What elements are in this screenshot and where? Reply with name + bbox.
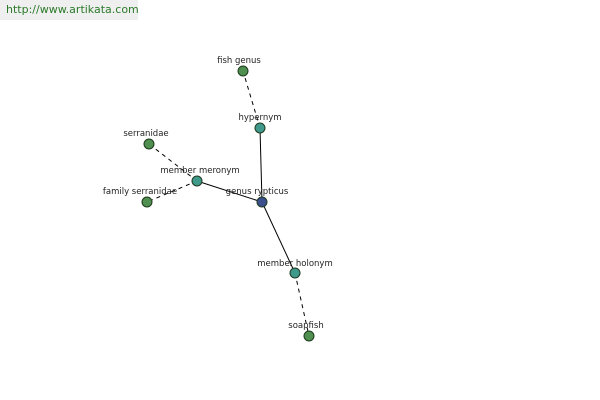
node-label-center: genus rypticus [226,187,289,197]
edge-meronym-serr [148,143,198,182]
node-famserr[interactable] [141,196,153,208]
node-hypernym[interactable] [254,122,266,134]
watermark-url: http://www.artikata.com [0,0,139,20]
node-label-famserr: family serranidae [103,187,177,197]
node-meronym[interactable] [191,175,203,187]
edge-meronym-famserr [146,180,198,203]
node-label-hypernym: hypernym [238,113,281,123]
node-label-holonym: member holonym [257,259,332,269]
graph-nodes [141,65,315,342]
node-center[interactable] [256,196,268,208]
graph-edges [146,70,310,337]
edge-center-hypernym [259,127,263,203]
node-label-meronym: member meronym [160,166,239,176]
node-label-serr: serranidae [123,129,168,139]
node-soap[interactable] [303,330,315,342]
node-holonym[interactable] [289,267,301,279]
edge-center-meronym [196,180,263,203]
node-fish[interactable] [237,65,249,77]
edge-hypernym-fish [242,70,261,129]
node-label-soap: soapfish [288,321,323,331]
node-serr[interactable] [143,138,155,150]
edge-holonym-soap [294,272,310,337]
edge-center-holonym [261,201,296,274]
graph-labels: genus rypticus hypernym member meronym memb… [103,56,333,331]
node-label-fish: fish genus [217,56,261,66]
